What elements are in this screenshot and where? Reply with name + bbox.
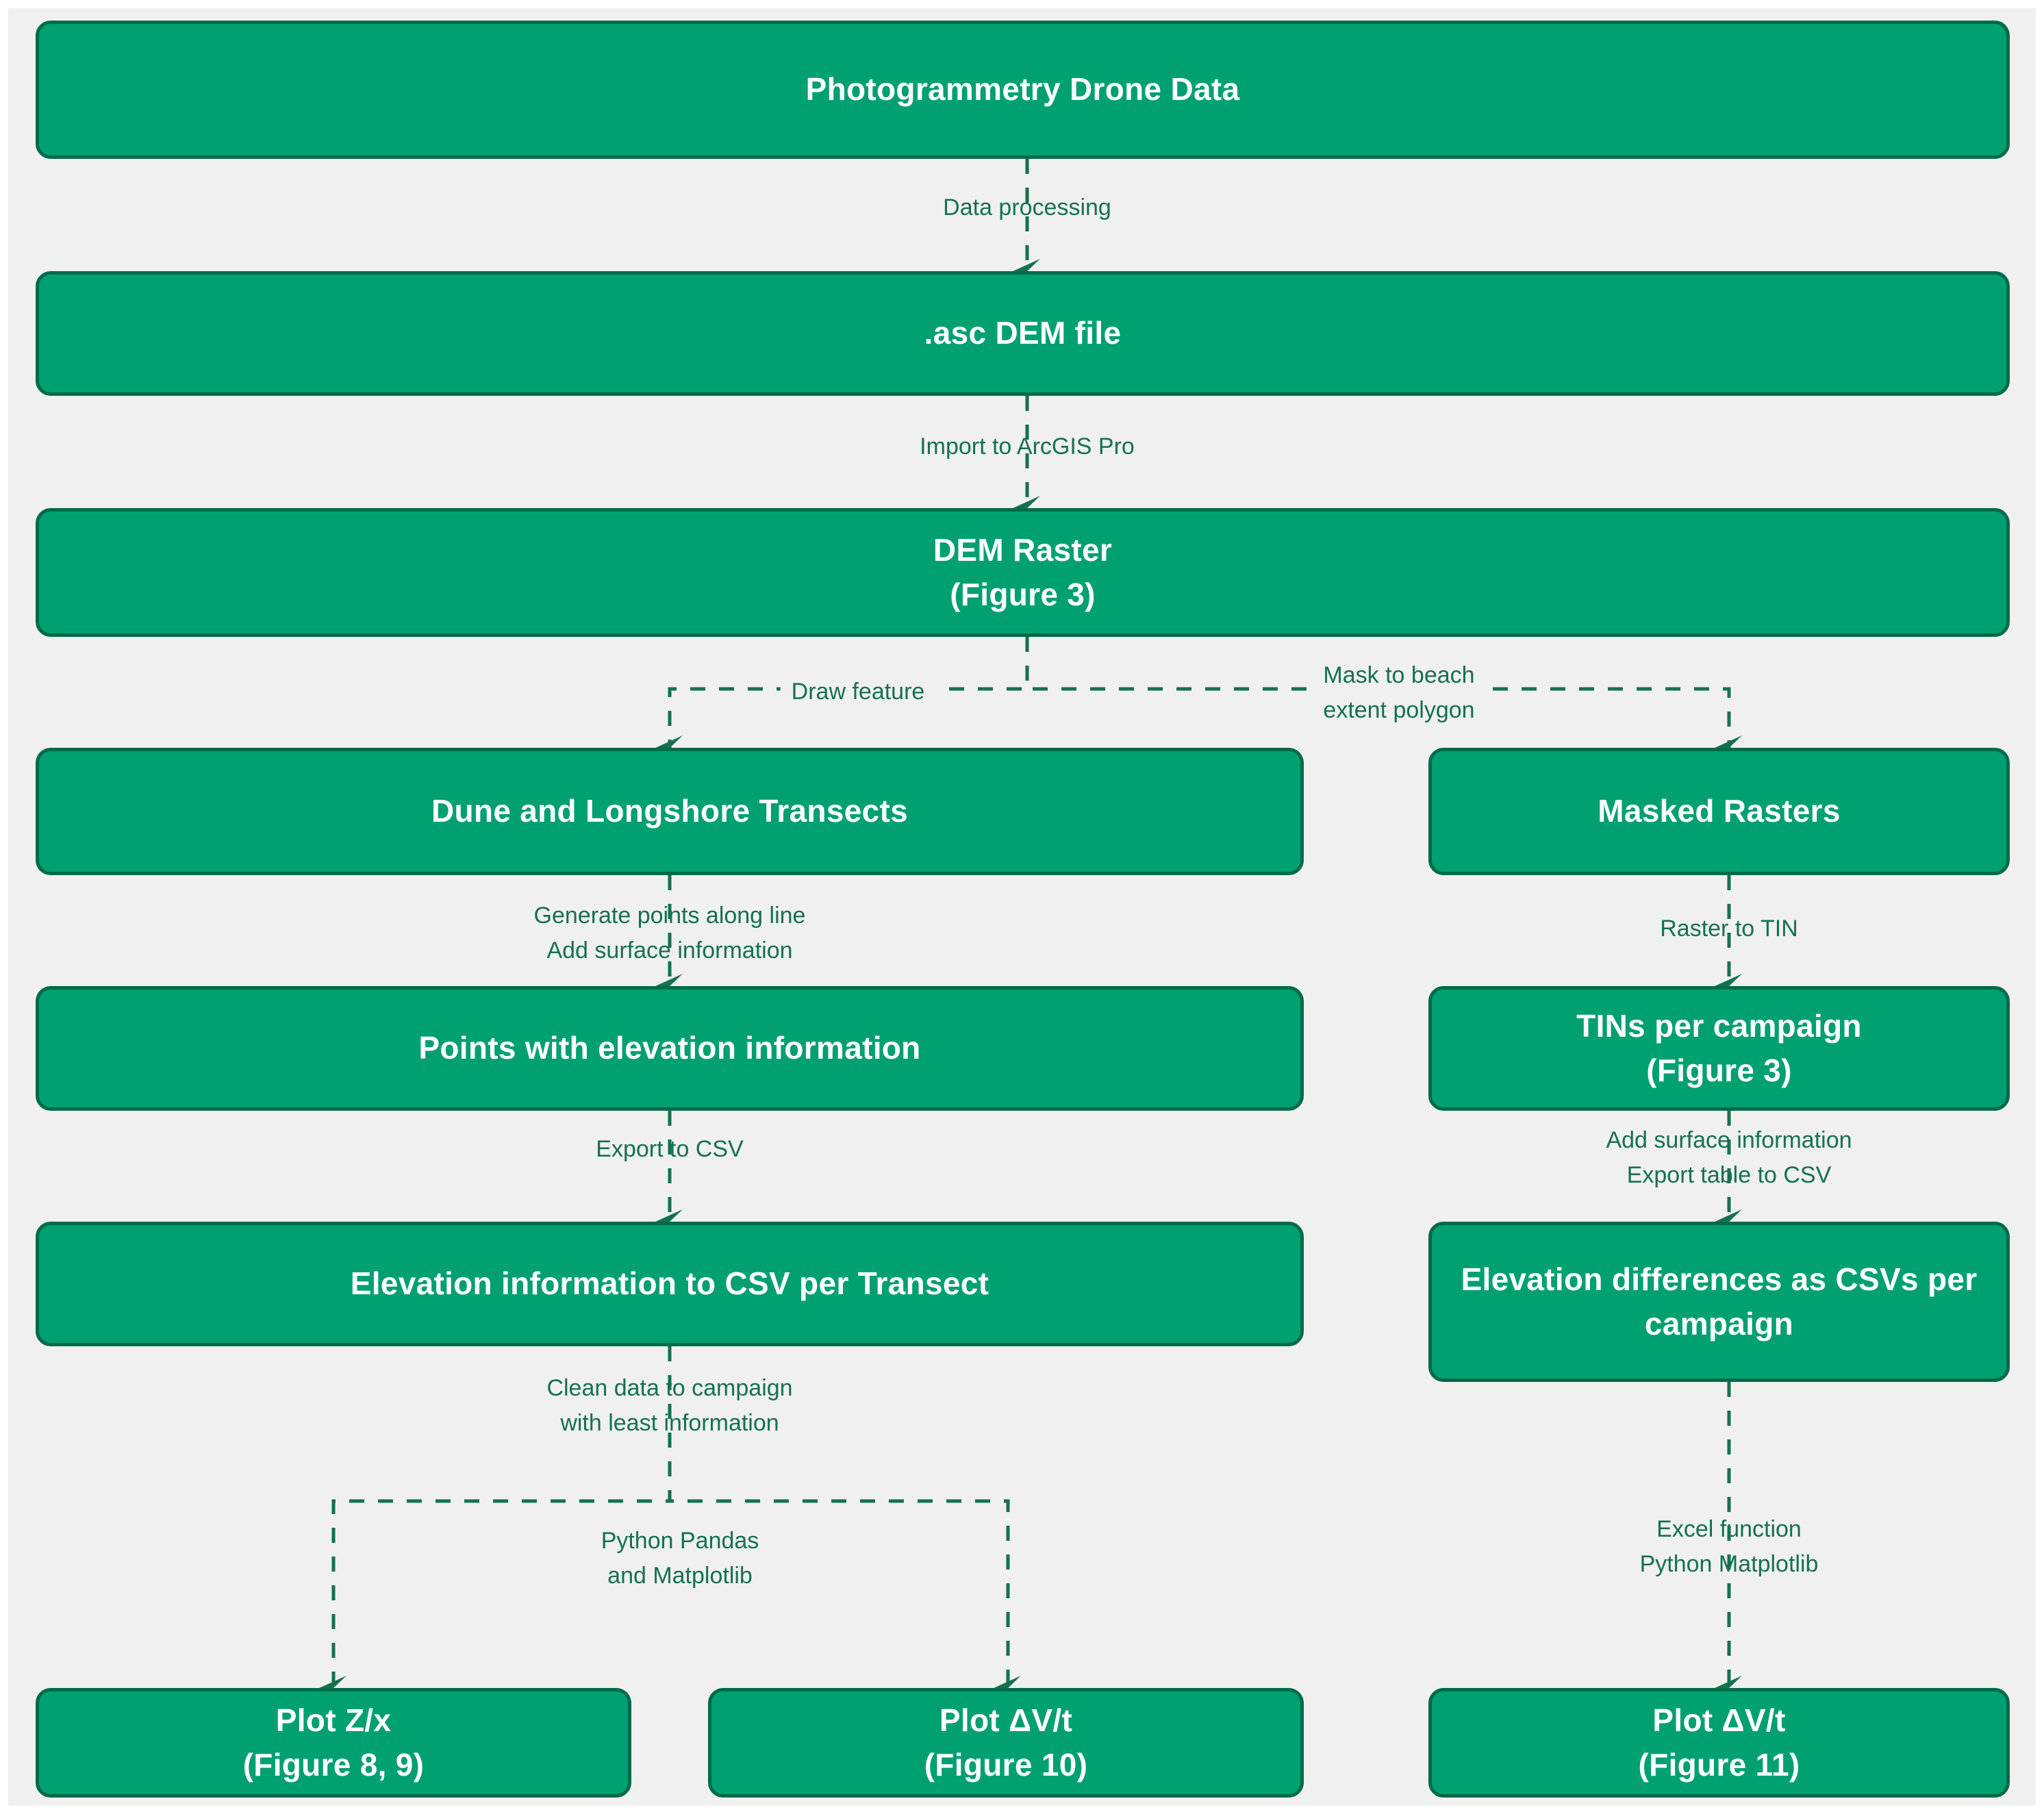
node-label-line1: Elevation differences as CSVs per <box>1461 1261 1978 1297</box>
node-dune-and-longshore-transects[interactable]: Dune and Longshore Transects <box>36 748 1304 875</box>
node-label-line1: Points with elevation information <box>418 1030 921 1066</box>
node-label-line1: Elevation information to CSV per Transec… <box>350 1265 989 1302</box>
node-plot-delta-v-t-figure-10[interactable]: Plot ΔV/t (Figure 10) <box>708 1688 1304 1798</box>
node-plot-z-x[interactable]: Plot Z/x (Figure 8, 9) <box>36 1688 631 1798</box>
node-label-line1: Plot ΔV/t <box>1652 1702 1786 1738</box>
node-label-line1: Plot ΔV/t <box>939 1702 1073 1738</box>
node-asc-dem-file[interactable]: .asc DEM file <box>36 271 2010 396</box>
node-label-line2: (Figure 3) <box>1646 1053 1792 1088</box>
node-label-line2: (Figure 8, 9) <box>242 1747 425 1782</box>
node-plot-delta-v-t-figure-11[interactable]: Plot ΔV/t (Figure 11) <box>1428 1688 2010 1798</box>
node-label-line1: Photogrammetry Drone Data <box>805 71 1240 108</box>
node-label-line1: Masked Rasters <box>1598 793 1841 829</box>
node-label-line2: campaign <box>1644 1306 1794 1341</box>
edge-label-draw-feature: Draw feature <box>780 675 936 709</box>
edge-label-export-to-csv: Export to CSV <box>596 1136 744 1162</box>
node-elevation-information-to-csv-per-transect[interactable]: Elevation information to CSV per Transec… <box>36 1222 1304 1346</box>
node-photogrammetry-drone-data[interactable]: Photogrammetry Drone Data <box>36 21 2010 159</box>
edge-label-data-processing: Data processing <box>943 194 1111 221</box>
node-tins-per-campaign[interactable]: TINs per campaign (Figure 3) <box>1428 986 2010 1111</box>
node-label-line2: (Figure 10) <box>924 1747 1088 1782</box>
edge-label-excel-function-python-matplotlib: Excel function Python Matplotlib <box>1639 1516 1819 1577</box>
node-label-line1: TINs per campaign <box>1576 1007 1862 1044</box>
edge-label-generate-points-add-surface: Generate points along line Add surface i… <box>533 903 806 963</box>
edge-label-mask-to-beach-extent-polygon: Mask to beach extent polygon <box>1312 658 1486 728</box>
edge-label-clean-data-to-campaign: Clean data to campaign with least inform… <box>546 1375 793 1436</box>
node-masked-rasters[interactable]: Masked Rasters <box>1428 748 2010 875</box>
node-points-with-elevation-information[interactable]: Points with elevation information <box>36 986 1304 1111</box>
node-label-line1: Dune and Longshore Transects <box>431 793 908 829</box>
edge-label-add-surface-export-table: Add surface information Export table to … <box>1606 1127 1852 1188</box>
edge-label-python-pandas-matplotlib: Python Pandas and Matplotlib <box>601 1528 759 1589</box>
edge-label-raster-to-tin: Raster to TIN <box>1660 916 1798 942</box>
node-label-line1: .asc DEM file <box>924 315 1122 351</box>
node-label-line1: DEM Raster <box>933 531 1113 568</box>
node-dem-raster[interactable]: DEM Raster (Figure 3) <box>36 508 2010 637</box>
edge-label-import-to-arcgis-pro: Import to ArcGIS Pro <box>920 433 1135 459</box>
node-label-line2: (Figure 11) <box>1638 1747 1800 1782</box>
node-label-line2: (Figure 3) <box>950 577 1096 612</box>
node-elevation-differences-as-csvs-per-campaign[interactable]: Elevation differences as CSVs per campai… <box>1428 1222 2010 1382</box>
node-label-line1: Plot Z/x <box>275 1702 392 1738</box>
